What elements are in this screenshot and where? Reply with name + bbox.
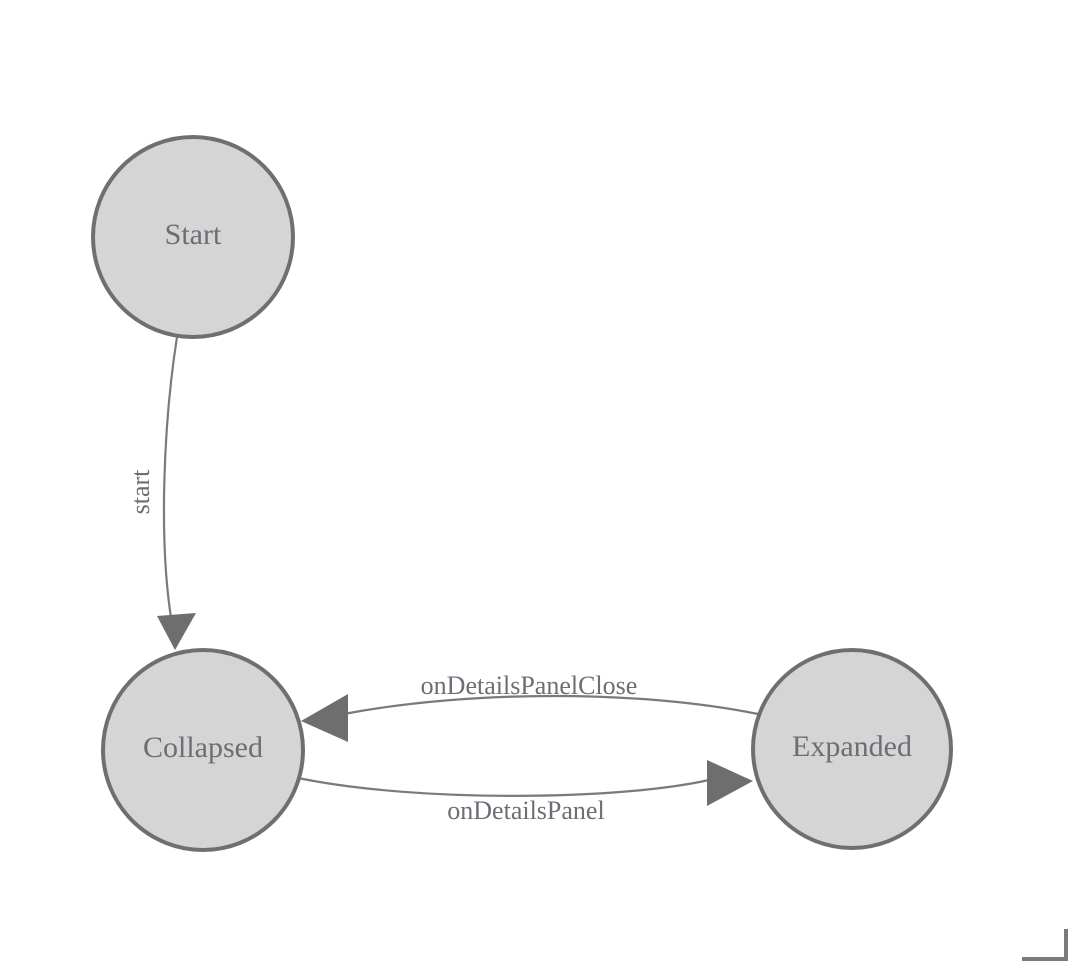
node-label: Collapsed [143, 731, 263, 764]
edge-label-start: start [126, 469, 155, 515]
arrowhead-icon [707, 760, 753, 806]
edge-line [343, 694, 759, 716]
frame-corner-horizontal [1022, 957, 1068, 961]
edge-line [162, 336, 179, 625]
node-shape [91, 135, 295, 339]
edge-labels-layer: start onDetailsPanelClose onDetailsPanel [126, 469, 637, 825]
edge-expanded-to-collapsed[interactable] [301, 694, 759, 742]
node-start[interactable]: Start [91, 135, 295, 339]
node-shape [101, 648, 305, 852]
edge-label-on-details-panel: onDetailsPanel [447, 796, 604, 825]
edge-line [297, 776, 710, 797]
edge-label-on-details-panel-close: onDetailsPanelClose [421, 671, 638, 700]
nodes-layer: Start Collapsed Expanded [91, 135, 953, 852]
edge-collapsed-to-expanded[interactable] [297, 760, 753, 806]
node-shape [751, 648, 953, 850]
arrowhead-icon [157, 613, 196, 650]
node-label: Start [165, 218, 222, 251]
arrowhead-icon [301, 694, 348, 742]
edges-layer [157, 336, 759, 806]
node-expanded[interactable]: Expanded [751, 648, 953, 850]
node-label: Expanded [792, 730, 912, 763]
edge-start-to-collapsed[interactable] [157, 336, 196, 650]
frame-corner-mark [1022, 929, 1068, 961]
node-collapsed[interactable]: Collapsed [101, 648, 305, 852]
frame-corner-vertical [1064, 929, 1068, 961]
